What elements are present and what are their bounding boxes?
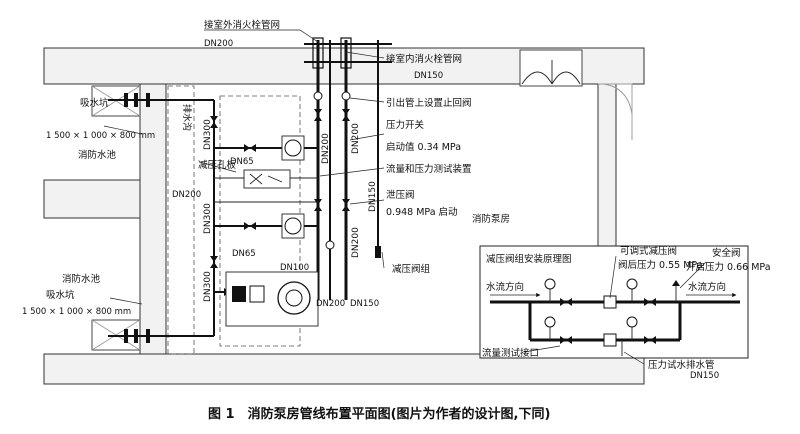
- main-pipework: [108, 37, 392, 343]
- leader-lines: [103, 29, 385, 305]
- prv-group-inset: [479, 245, 749, 365]
- label-dn65-b: DN65: [232, 249, 256, 259]
- label-dn200-top: DN200: [204, 39, 233, 49]
- label-dn300-c: DN300: [203, 271, 213, 302]
- inset-safety-valve: 安全阀: [712, 247, 741, 259]
- label-suction-pit-top: 吸水坑: [80, 97, 109, 109]
- label-dn150-top: DN150: [414, 71, 443, 81]
- label-dn200-v3: DN200: [351, 227, 361, 258]
- inset-flow-dir-right: 水流方向: [688, 281, 726, 293]
- diagram-labels: 接室外消火栓管网 DN200 接室内消火栓管网 DN150 引出管上设置止回阀 …: [22, 19, 771, 422]
- label-dn200-v1: DN200: [321, 133, 331, 164]
- label-prv-group: 减压阀组: [392, 263, 431, 275]
- inset-adjustable-prv: 可调式减压阀: [620, 245, 677, 257]
- inset-post-valve-pressure: 阀后压力 0.55 MPa: [618, 259, 703, 271]
- label-dn150-bottom: DN150: [350, 299, 379, 309]
- label-dn100: DN100: [280, 263, 309, 273]
- label-fire-pool-top: 消防水池: [78, 149, 117, 161]
- figure-caption: 图 1 消防泵房管线布置平面图(图片为作者的设计图,下同): [208, 406, 550, 422]
- label-flow-pressure-test: 流量和压力测试装置: [386, 163, 472, 175]
- label-indoor-hydrant-network: 接室内消火栓管网: [386, 53, 462, 65]
- label-check-valve-note: 引出管上设置止回阀: [386, 97, 472, 109]
- label-drain-ditch: 排水沟: [181, 104, 193, 131]
- label-start-value: 启动值 0.34 MPa: [386, 141, 461, 153]
- label-dn200-left: DN200: [172, 190, 201, 200]
- inset-flow-dir-left: 水流方向: [486, 281, 524, 293]
- label-dn150-v: DN150: [368, 181, 378, 212]
- label-dn200-bottom: DN200: [316, 299, 345, 309]
- label-dn65-a: DN65: [230, 157, 254, 167]
- inset-flow-test-port: 流量测试接口: [482, 347, 539, 359]
- label-orifice-plate: 减压孔板: [198, 159, 237, 171]
- inset-opening-pressure: 开启压力 0.66 MPa: [686, 261, 771, 273]
- label-pit-dims-bottom: 1 500 × 1 000 × 800 mm: [22, 307, 131, 317]
- label-dn150-right: DN150: [690, 371, 719, 381]
- inset-pressure-drain: 压力试水排水管: [648, 359, 715, 371]
- label-relief-valve: 泄压阀: [386, 189, 415, 201]
- label-dn200-v2: DN200: [351, 123, 361, 154]
- label-relief-start: 0.948 MPa 启动: [386, 206, 458, 218]
- label-pump-room: 消防泵房: [472, 213, 510, 225]
- label-suction-pit-bottom: 吸水坑: [46, 289, 75, 301]
- label-pit-dims-top: 1 500 × 1 000 × 800 mm: [46, 131, 155, 141]
- label-fire-pool-bottom: 消防水池: [62, 273, 101, 285]
- label-outdoor-hydrant-network: 接室外消火栓管网: [204, 19, 280, 31]
- label-dn300-a: DN300: [203, 119, 213, 150]
- inset-title: 减压阀组安装原理图: [486, 253, 572, 265]
- label-dn300-b: DN300: [203, 203, 213, 234]
- label-pressure-switch: 压力开关: [386, 119, 425, 131]
